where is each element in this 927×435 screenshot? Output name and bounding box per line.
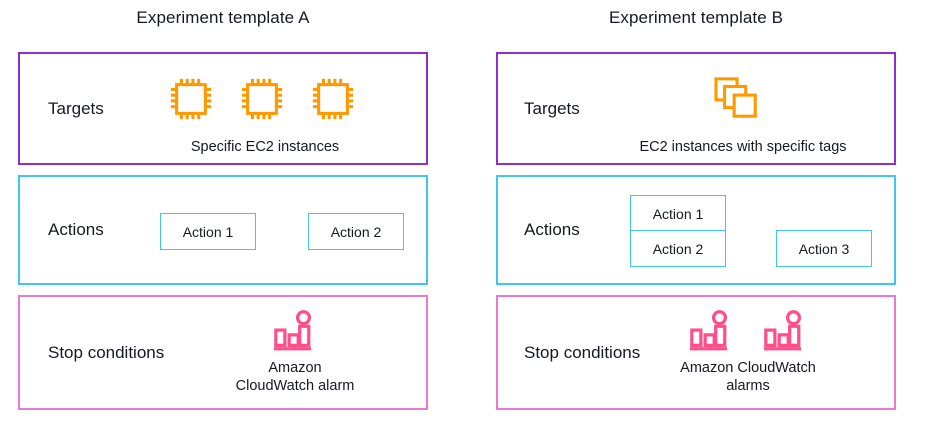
template-b-targets-icon-group	[712, 75, 764, 121]
template-b-stop-icon-group	[688, 309, 804, 355]
template-b-stop-label: Stop conditions	[524, 342, 641, 362]
ec2-chip-icon	[241, 78, 283, 120]
action-box[interactable]: Action 1	[160, 213, 256, 250]
template-b-stop-caption: Amazon CloudWatch alarms	[680, 360, 816, 394]
template-b-targets-caption: EC2 instances with specific tags	[639, 139, 847, 155]
action-box[interactable]: Action 3	[776, 230, 872, 267]
ec2-chip-icon	[312, 78, 354, 120]
template-b-title: Experiment template B	[608, 8, 784, 27]
template-a-title: Experiment template A	[136, 8, 310, 27]
template-a-actions-section: Actions Action 1 Action 2	[18, 175, 428, 285]
ec2-stacked-instances-icon	[714, 77, 757, 118]
template-b-targets-section: Targets EC2 instances with specific tags	[496, 52, 896, 165]
template-a-targets-icon-group	[168, 76, 356, 122]
template-a-targets-label: Targets	[48, 98, 104, 118]
template-a-stop-label: Stop conditions	[48, 342, 165, 362]
experiment-template-a-panel: Experiment template A Targets	[18, 0, 428, 435]
template-b-targets-label: Targets	[524, 98, 580, 118]
template-b-actions-label: Actions	[524, 220, 580, 239]
cloudwatch-alarm-icon	[273, 310, 312, 351]
cloudwatch-alarm-icon	[763, 310, 802, 351]
action-box[interactable]: Action 2	[308, 213, 404, 250]
template-a-stop-section: Stop conditions Amazon CloudWatch alarm	[18, 295, 428, 410]
template-a-actions-label: Actions	[48, 220, 104, 239]
template-b-actions-section: Actions Action 1 Action 2 Action 3	[496, 175, 896, 285]
ec2-chip-icon	[170, 78, 212, 120]
experiment-template-b-panel: Experiment template B Targets EC2 instan…	[496, 0, 896, 435]
template-b-stop-section: Stop conditions	[496, 295, 896, 410]
action-box[interactable]: Action 1	[630, 195, 726, 232]
action-box[interactable]: Action 2	[630, 230, 726, 267]
template-a-stop-caption: Amazon CloudWatch alarm	[235, 360, 355, 394]
template-a-targets-caption: Specific EC2 instances	[190, 139, 340, 155]
template-a-targets-section: Targets	[18, 52, 428, 165]
template-a-stop-icon-group	[272, 309, 314, 355]
cloudwatch-alarm-icon	[689, 310, 728, 351]
